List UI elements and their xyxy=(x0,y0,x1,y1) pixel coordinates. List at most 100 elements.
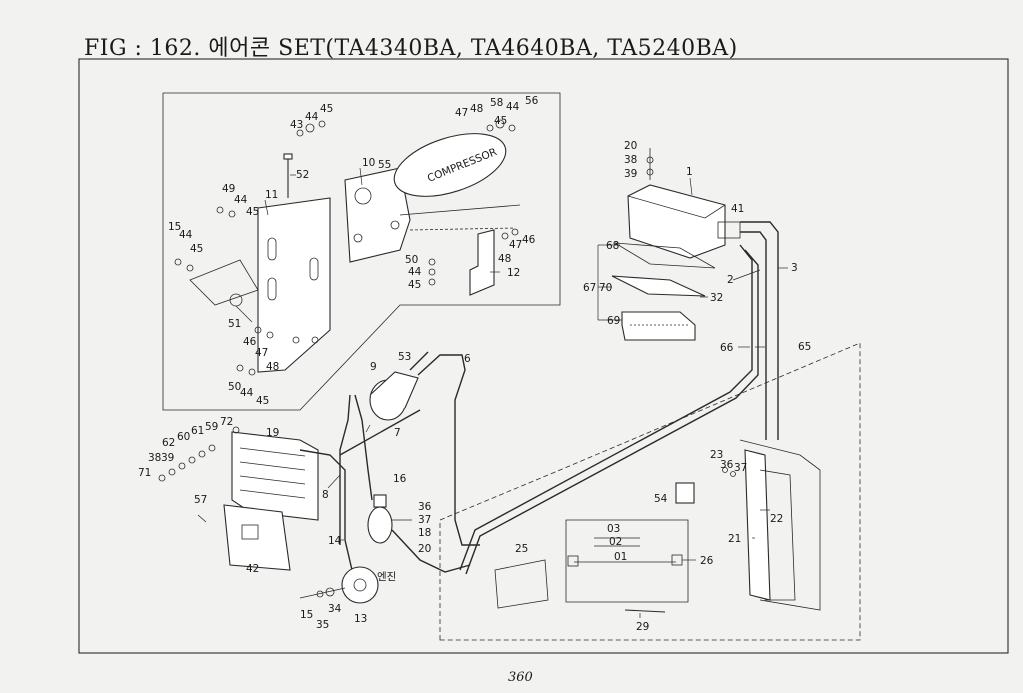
leader-lines xyxy=(235,167,788,618)
part-label: 44 xyxy=(408,266,422,278)
part-labels: 1 2 3 6 7 8 9 10 11 12 13 14 15 15 16 18… xyxy=(138,95,811,633)
part-label: 61 xyxy=(191,425,204,437)
fastener xyxy=(228,210,236,218)
fastener xyxy=(305,123,315,133)
part-label: 54 xyxy=(654,493,668,505)
part-label: 58 xyxy=(490,97,503,109)
gasket-68 xyxy=(614,242,716,269)
pulley-13 xyxy=(341,566,379,604)
part-label: 18 xyxy=(418,527,431,539)
washer-35 xyxy=(316,590,324,598)
hose-14 xyxy=(339,394,351,545)
part-label: 19 xyxy=(266,427,279,439)
fastener xyxy=(236,364,244,372)
fastener xyxy=(216,206,224,214)
outer-frame xyxy=(78,58,1009,654)
valve-hose xyxy=(391,529,471,573)
part-label: 37 xyxy=(734,462,747,474)
part-label: 7 xyxy=(394,427,401,439)
engine-text: 엔진 xyxy=(377,571,396,583)
bolt-52-head xyxy=(283,153,293,160)
part-label: 45 xyxy=(256,395,269,407)
wiring-panel xyxy=(565,519,689,603)
bracket-11 xyxy=(257,197,331,373)
fastener xyxy=(178,462,186,470)
part-label: 44 xyxy=(234,194,248,206)
fitting-41 xyxy=(717,221,741,239)
part-label: 29 xyxy=(636,621,649,633)
compressor-body xyxy=(393,133,507,197)
part-label: 47 xyxy=(255,347,268,359)
part-label: 41 xyxy=(731,203,744,215)
fastener xyxy=(248,368,256,376)
bracket-slot xyxy=(267,237,277,261)
part-label: 23 xyxy=(710,449,723,461)
part-label: 57 xyxy=(194,494,207,506)
fastener xyxy=(428,258,436,266)
part-label: 20 xyxy=(624,140,637,152)
fastener xyxy=(168,468,176,476)
evaporator-housing xyxy=(627,184,726,259)
fastener xyxy=(186,264,194,272)
fastener xyxy=(722,467,728,473)
part-label: 38 xyxy=(624,154,637,166)
part-label: 51 xyxy=(228,318,241,330)
washer-38 xyxy=(646,156,654,164)
bracket-12 xyxy=(469,229,495,296)
cab-frame xyxy=(739,439,821,611)
bracket-arm xyxy=(189,259,259,306)
pulley-13-hub xyxy=(353,578,367,592)
part-label: 8 xyxy=(322,489,329,501)
plate-10 xyxy=(344,167,411,263)
fastener xyxy=(208,444,216,452)
part-label: 36 xyxy=(720,459,734,471)
part-label: 6 xyxy=(464,353,471,365)
part-label: 20 xyxy=(418,543,431,555)
part-label: 26 xyxy=(700,555,714,567)
part-label: 53 xyxy=(398,351,411,363)
part-label: 21 xyxy=(728,533,741,545)
part-label: 49 xyxy=(222,183,235,195)
part-label: 36 xyxy=(418,501,432,513)
part-label: 70 xyxy=(599,282,612,294)
line-3 xyxy=(740,221,779,440)
fastener xyxy=(232,426,240,434)
hose-drive xyxy=(354,394,373,501)
part-label: 48 xyxy=(498,253,511,265)
screw-57 xyxy=(197,514,207,523)
part-label: 35 xyxy=(316,619,329,631)
fastener xyxy=(198,450,206,458)
condenser-fin xyxy=(239,447,306,457)
line-66 xyxy=(459,244,753,571)
part-label: 22 xyxy=(770,513,783,525)
part-label: 34 xyxy=(328,603,342,615)
part-label: 38 xyxy=(148,452,161,464)
condenser-fin xyxy=(239,489,306,499)
part-label: 59 xyxy=(205,421,218,433)
part-label: 72 xyxy=(220,416,233,428)
part-label: 15 xyxy=(168,221,181,233)
part-label: 02 xyxy=(609,536,622,548)
part-label: 52 xyxy=(296,169,309,181)
part-label: 45 xyxy=(190,243,203,255)
part-label: 45 xyxy=(494,115,507,127)
valve-18 xyxy=(367,506,393,544)
part-label: 13 xyxy=(354,613,367,625)
condenser-19 xyxy=(231,431,319,521)
part-label: 44 xyxy=(240,387,254,399)
part-label: 48 xyxy=(470,103,483,115)
bracket-hole xyxy=(311,336,319,344)
part-label: 62 xyxy=(162,437,175,449)
fastener xyxy=(174,258,182,266)
compressor-rod xyxy=(409,227,516,231)
fastener xyxy=(254,326,262,334)
part-label: 48 xyxy=(266,361,279,373)
hose-8 xyxy=(299,449,353,571)
condenser-fin xyxy=(239,461,306,471)
part-label: 2 xyxy=(727,274,734,286)
part-label: 46 xyxy=(522,234,536,246)
nut-39 xyxy=(646,168,654,176)
relay-54 xyxy=(675,482,695,504)
fastener xyxy=(428,278,436,286)
